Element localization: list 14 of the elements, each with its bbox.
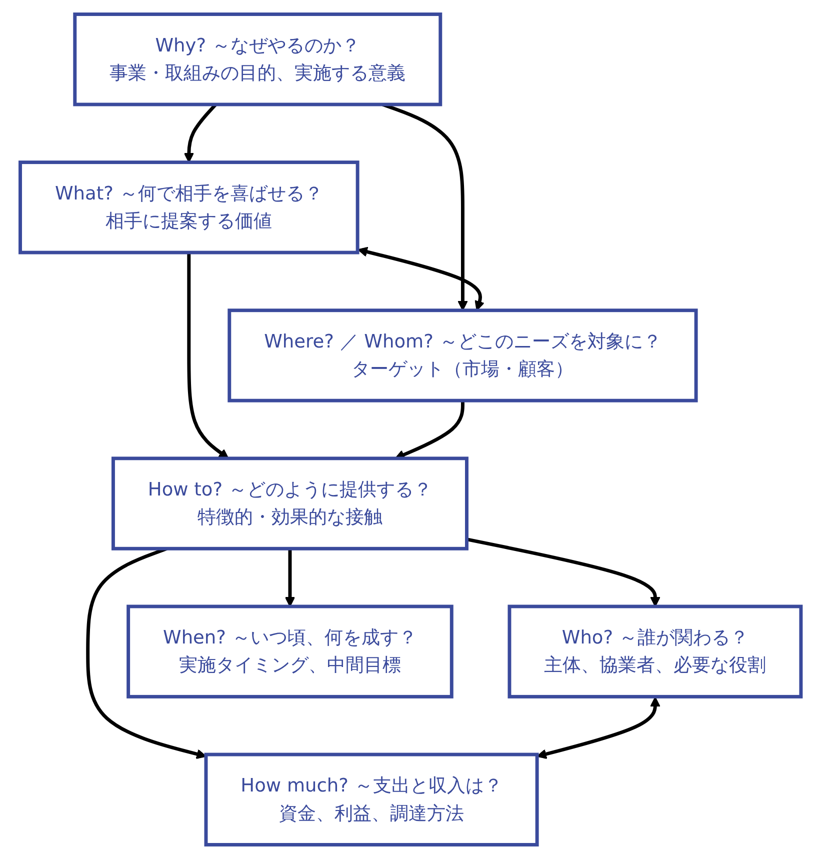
node-box: How much? ～支出と収入は？ 資金、利益、調達方法 bbox=[204, 752, 540, 846]
arrow bbox=[537, 696, 661, 760]
arrow bbox=[188, 252, 230, 459]
node-box: Why? ～なぜやるのか？ 事業・取組みの目的、実施する意義 bbox=[74, 12, 443, 106]
arrow bbox=[184, 103, 218, 163]
arrow bbox=[285, 548, 296, 607]
arrow bbox=[358, 246, 485, 311]
node-box: How to? ～どのように提供する？ 特徴的・効果的な接触 bbox=[112, 456, 469, 550]
node-box: Who? ～誰が関わる？ 主体、協業者、必要な役割 bbox=[508, 604, 804, 698]
node-box: What? ～何で相手を喜ばせる？ 相手に提案する価値 bbox=[18, 160, 360, 254]
arrow bbox=[466, 538, 661, 607]
node-box: Where? ／ Whom? ～どこのニーズを対象に？ ターゲット（市場・顧客） bbox=[228, 308, 698, 402]
arrow bbox=[395, 400, 465, 460]
node-box: When? ～いつ頃、何を成す？ 実施タイミング、中間目標 bbox=[126, 604, 454, 698]
